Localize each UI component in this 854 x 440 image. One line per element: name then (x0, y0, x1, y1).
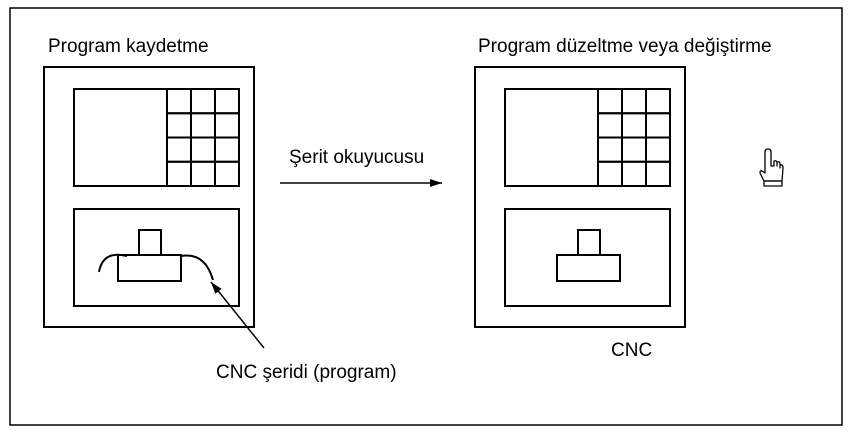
tape-curve-right (180, 254, 214, 281)
keypad-key (645, 112, 671, 139)
keypad-key (190, 112, 216, 139)
keypad-key (190, 136, 216, 163)
keypad-key (621, 112, 647, 139)
keypad-key (597, 112, 623, 139)
arrow-label: Şerit okuyucusu (289, 147, 425, 168)
keypad-key (214, 136, 240, 163)
keypad-key (166, 136, 192, 163)
right-reader-head (577, 229, 601, 256)
left-cnc-unit (43, 66, 255, 328)
keypad-key (621, 160, 647, 187)
right-panel-title: Program düzeltme veya değiştirme (478, 36, 772, 57)
left-panel-title: Program kaydetme (48, 36, 209, 57)
right-keypad (597, 88, 671, 187)
keypad-key (621, 136, 647, 163)
keypad-key (597, 160, 623, 187)
tape-curve-left (98, 253, 128, 273)
pointing-hand-icon (759, 148, 784, 187)
left-cnc-body (43, 66, 255, 328)
keypad-key (190, 88, 216, 115)
tape-pointer-arrow (210, 281, 265, 349)
left-keypad (166, 88, 240, 187)
keypad-key (621, 88, 647, 115)
keypad-key (645, 88, 671, 115)
right-reader-base (556, 254, 621, 282)
tape-label: CNC şeridi (program) (216, 362, 397, 383)
keypad-key (645, 160, 671, 187)
keypad-key (214, 160, 240, 187)
right-cnc-body (474, 66, 686, 328)
keypad-key (166, 88, 192, 115)
keypad-key (214, 112, 240, 139)
right-tape-reader-panel (504, 208, 671, 307)
keypad-key (645, 136, 671, 163)
keypad-key (190, 160, 216, 187)
right-cnc-label: CNC (611, 340, 653, 361)
keypad-key (166, 160, 192, 187)
keypad-key (597, 88, 623, 115)
keypad-key (214, 88, 240, 115)
left-reader-base (117, 254, 182, 282)
left-tape-reader-panel (73, 208, 240, 307)
right-cnc-unit (474, 66, 686, 328)
left-reader-head (138, 229, 162, 256)
outer-frame (9, 7, 843, 426)
keypad-key (166, 112, 192, 139)
keypad-key (597, 136, 623, 163)
